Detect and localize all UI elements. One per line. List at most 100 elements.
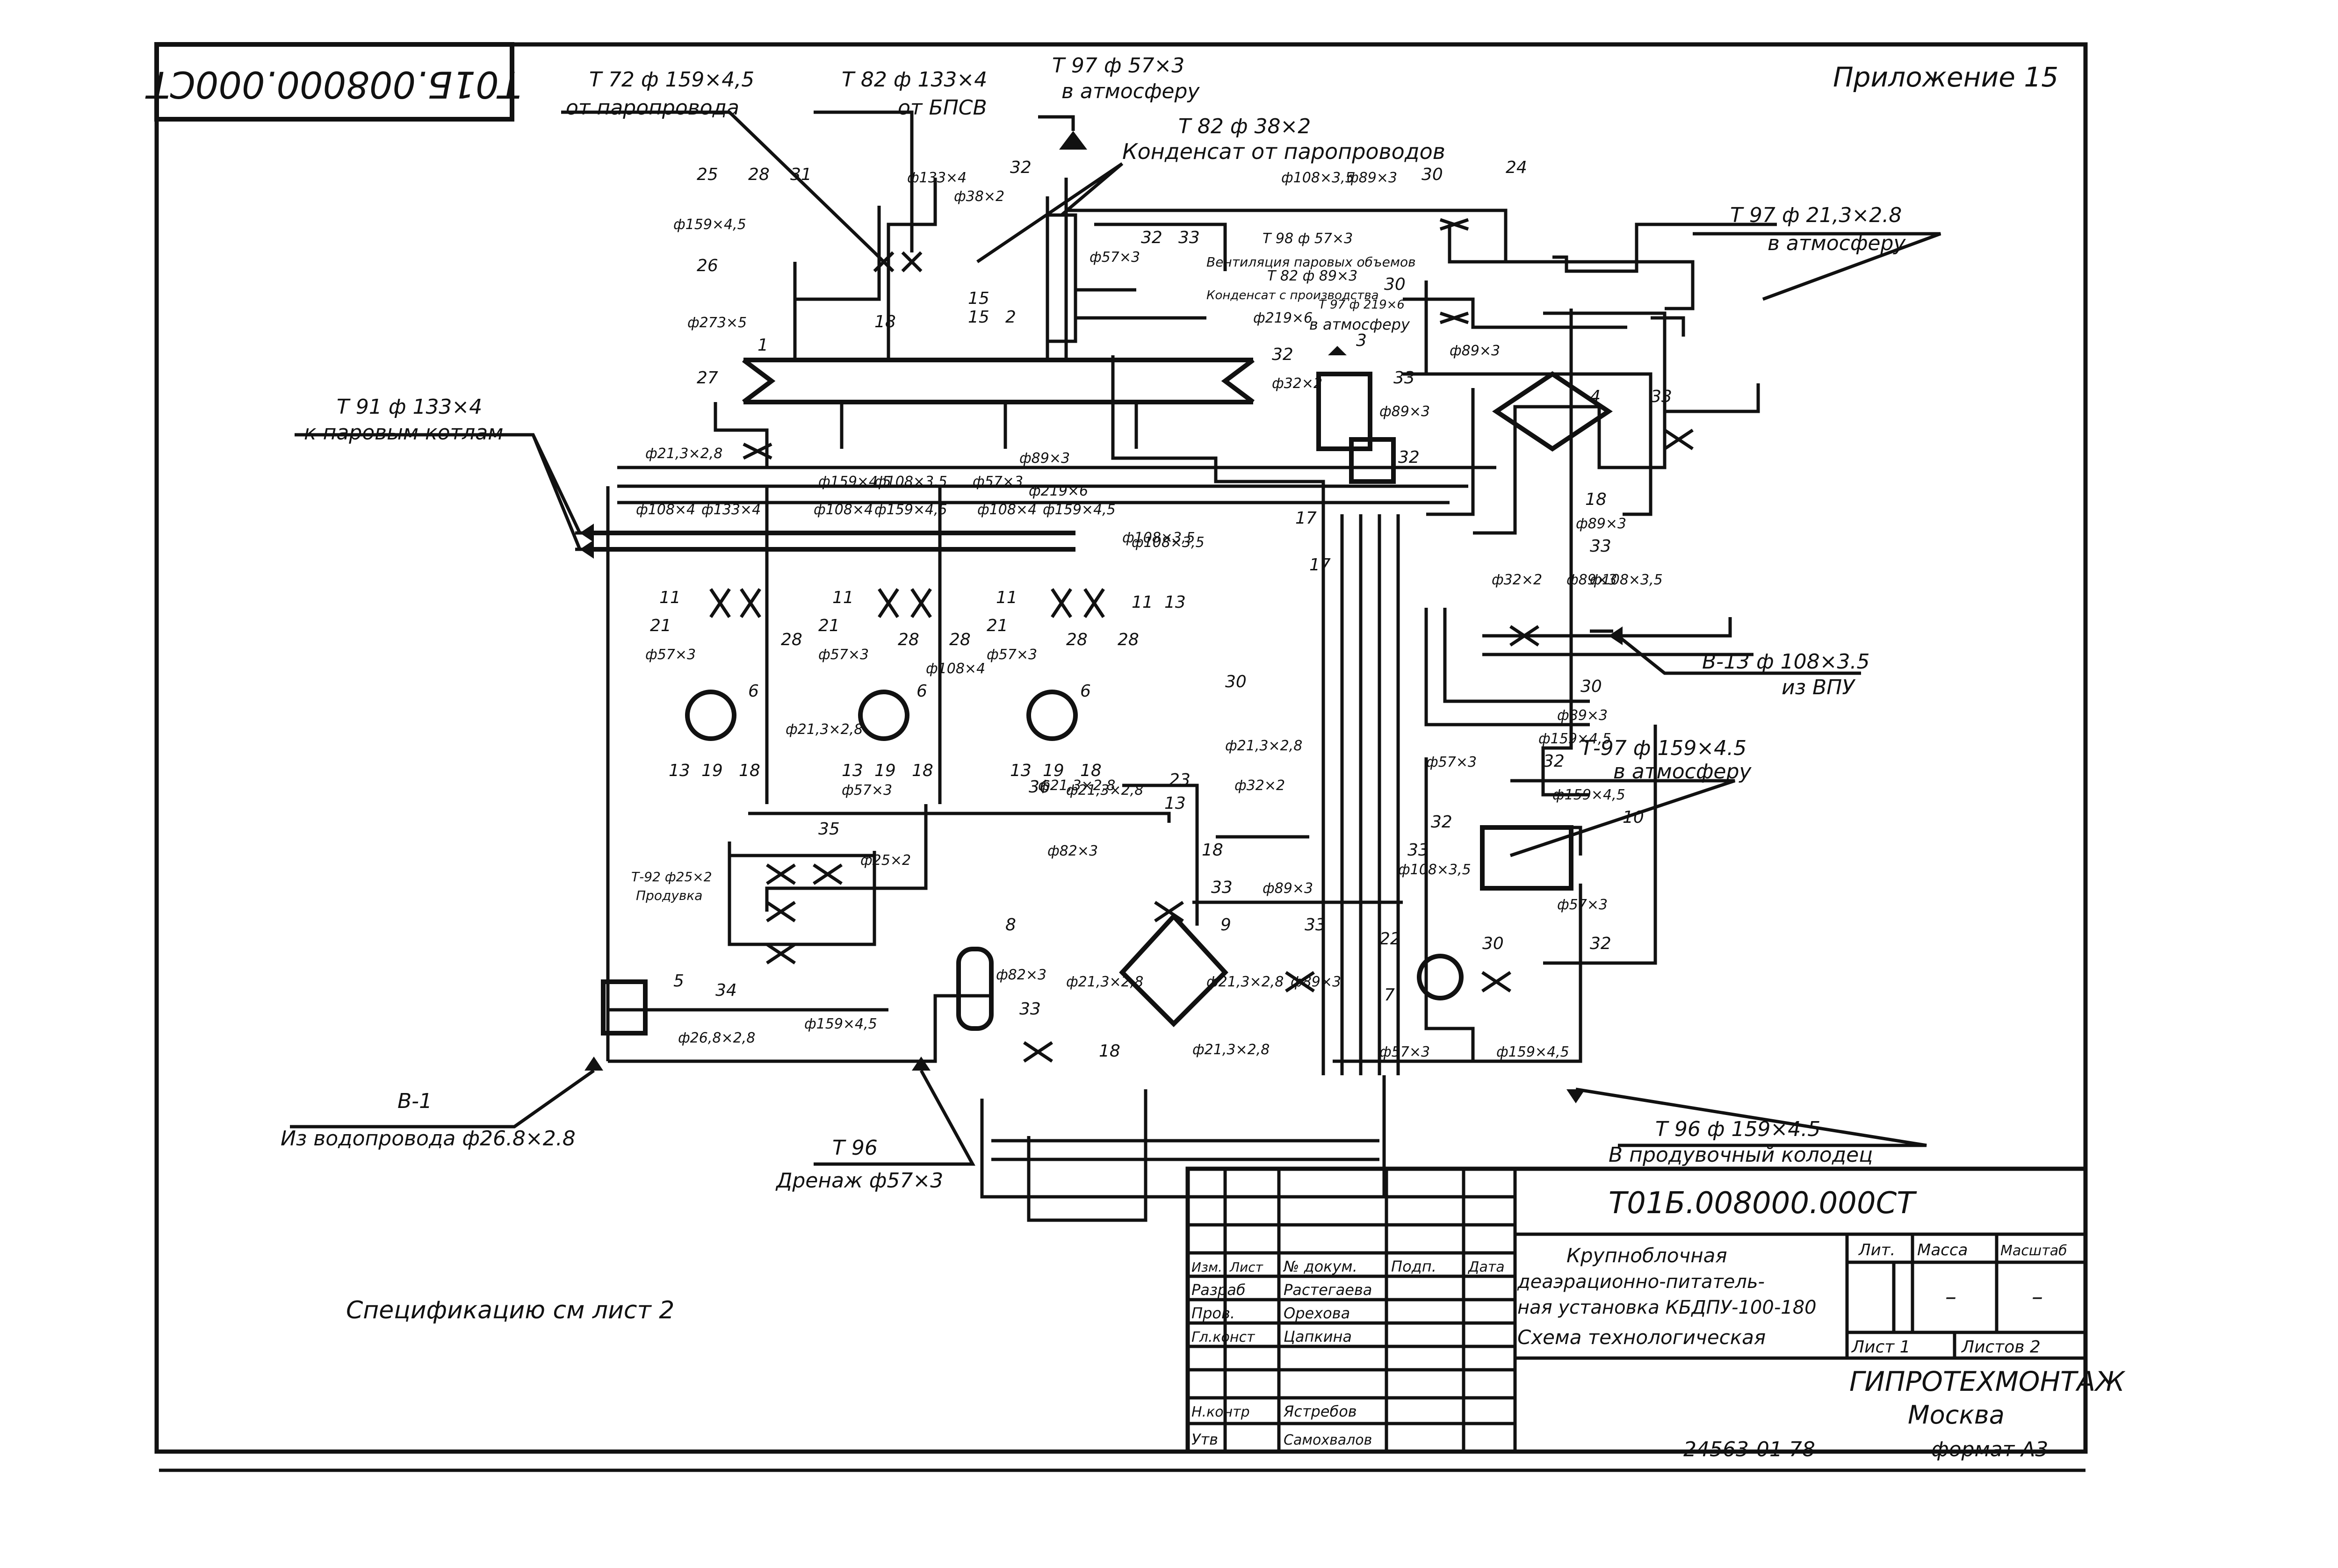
t82-from-label: от БПСВ	[898, 96, 987, 120]
t96-drain-text-label: Дренаж ф57×3	[775, 1169, 943, 1193]
p21a-label: 21	[650, 616, 671, 635]
s6-label: ф89×3	[1347, 170, 1397, 186]
mass-val-label: –	[1945, 1284, 1956, 1310]
s26-label: ф21,3×2,8	[786, 721, 863, 738]
s34-label: ф89×3	[1291, 974, 1341, 990]
t72-from-label: от паропровода	[566, 96, 739, 120]
s1-label: ф159×4,5	[673, 216, 746, 233]
p13a-label: 13	[669, 761, 690, 780]
hdr-izm-label: Изм.	[1191, 1259, 1222, 1275]
p28e-label: 28	[898, 630, 919, 649]
s53-label: ф25×2	[860, 852, 911, 869]
r2-name-label: Орехова	[1284, 1304, 1350, 1322]
rotated-stamp-text: Т01Б.008000.000СТ	[145, 63, 521, 105]
s33-label: ф21,3×2,8	[1206, 974, 1284, 990]
p21c-label: 21	[987, 616, 1008, 635]
r4-role-label: Н.контр	[1191, 1404, 1250, 1420]
s10-label: ф159×4,5	[818, 474, 891, 490]
p28c-label: 28	[949, 630, 971, 649]
title-l4-label: Схема технологическая	[1517, 1326, 1766, 1349]
p13e-label: 13	[1164, 794, 1186, 813]
s11-label: ф108×3,5	[874, 474, 947, 490]
s39-label: ф159×4,5	[804, 1016, 877, 1032]
s23-label: ф57×3	[818, 647, 869, 663]
s37-label: ф159×4,5	[1496, 1044, 1569, 1060]
title-block: Т01Б.008000.000СТ Крупноблочная деаэраци…	[1185, 1166, 2126, 1454]
leader-lines	[290, 110, 1941, 1166]
t97-right-to-label: в атмосферу	[1768, 231, 1906, 255]
s41-label: ф32×2	[1272, 375, 1322, 392]
city-label: Москва	[1908, 1400, 2005, 1430]
s50-label: ф108×3,5	[1132, 534, 1205, 551]
t97-top-to-label: в атмосферу	[1061, 79, 1200, 103]
s57-label: ф21,3×2,8	[1038, 777, 1115, 794]
p33e-label: 33	[1211, 878, 1233, 897]
s17-label: ф108×4	[814, 502, 873, 518]
p26-label: 26	[697, 256, 718, 275]
p32a-label: 32	[1010, 158, 1032, 177]
s21-label: ф108×3,5	[1122, 530, 1195, 546]
t96-blow-to-label: В продувочный колодец	[1609, 1143, 1873, 1167]
s27-label: ф21,3×2,8	[1066, 782, 1143, 798]
designation: Т01Б.008000.000СТ	[1609, 1186, 1917, 1221]
position-numbers: 1 2 3 4 5 6 6 6 7 8 9 10 11 11 11 11 13 …	[650, 158, 1672, 1061]
p27-label: 27	[697, 368, 718, 388]
t97-top-label: Т 97 ф 57×3	[1052, 54, 1184, 78]
p30b-label: 30	[1384, 275, 1406, 294]
p33c-label: 33	[1651, 387, 1672, 406]
callout-t96-drain: Т 96 Дренаж ф57×3	[775, 1136, 943, 1193]
s29-label: ф82×3	[1047, 843, 1098, 859]
p15a-label: 15	[968, 289, 989, 308]
p30e-label: 30	[1482, 934, 1504, 953]
p11d-label: 11	[1132, 593, 1153, 612]
p30c-label: 30	[1225, 672, 1247, 691]
p15b-label: 15	[968, 308, 989, 327]
p25-label: 25	[697, 165, 718, 184]
s54-label: ф32×2	[1492, 572, 1542, 588]
p23-label: 23	[1169, 770, 1191, 790]
s40-label: ф108×3,5	[1398, 862, 1471, 878]
r3-role-label: Гл.конст	[1191, 1329, 1256, 1345]
s38-label: ф26,8×2,8	[678, 1030, 755, 1046]
callout-t72: Т 72 ф 159×4,5 от паропровода	[566, 68, 754, 120]
hdr-doc-label: № докум.	[1283, 1258, 1357, 1275]
equipment	[601, 213, 1613, 1036]
s43-label: ф89×3	[1379, 403, 1430, 420]
p24-label: 24	[1506, 158, 1527, 177]
p1-label: 1	[758, 336, 768, 355]
s15-label: ф108×4	[636, 502, 695, 518]
s28-label: ф57×3	[842, 782, 892, 798]
p11a-label: 11	[659, 588, 681, 607]
s51-label: ф21,3×2,8	[1225, 738, 1302, 754]
mass-label-label: Масса	[1917, 1241, 1968, 1259]
b13-label: В-13 ф 108×3.5	[1702, 650, 1869, 674]
p18b-label: 18	[912, 761, 933, 780]
s48-label: ф159×4,5	[1552, 787, 1625, 803]
p30a-label: 30	[1422, 165, 1443, 184]
callout-t82-bpsv: Т 82 ф 133×4 от БПСВ	[842, 68, 987, 120]
s16-label: ф133×4	[701, 502, 761, 518]
p6a-label: 6	[748, 682, 759, 701]
p30d-label: 30	[1580, 677, 1602, 696]
p10-label: 10	[1623, 808, 1644, 827]
callout-t96-blowdown: Т 96 ф 159×4.5 В продувочный колодец	[1609, 1117, 1873, 1167]
vent-label: Вентиляция паровых объемов	[1206, 254, 1416, 270]
hdr-sign-label: Подп.	[1391, 1258, 1436, 1275]
p7-label: 7	[1384, 985, 1395, 1005]
s45-label: ф89×3	[1576, 516, 1626, 532]
s42-label: ф89×3	[1450, 343, 1500, 359]
t82-label: Т 82 ф 133×4	[842, 68, 987, 92]
p3-label: 3	[1356, 331, 1367, 350]
s25-label: ф108×4	[926, 661, 985, 677]
t98-label: Т 98 ф 57×3	[1263, 230, 1353, 247]
p33b-label: 33	[1393, 368, 1415, 388]
callout-b13: В-13 ф 108×3.5 из ВПУ	[1702, 650, 1869, 699]
p32b-label: 32	[1141, 228, 1162, 247]
p19c-label: 19	[1043, 761, 1064, 780]
p13b-label: 13	[842, 761, 863, 780]
p4-label: 4	[1590, 387, 1601, 406]
p2-label: 2	[1005, 308, 1016, 327]
p33g-label: 33	[1019, 1000, 1041, 1019]
s4-label: ф38×2	[954, 188, 1004, 205]
p13c-label: 13	[1010, 761, 1032, 780]
